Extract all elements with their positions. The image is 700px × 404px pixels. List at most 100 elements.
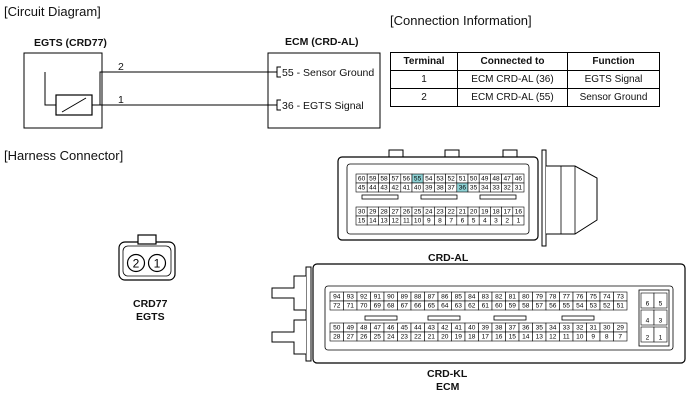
pin-number: 58 [380,176,388,183]
pin-number: 43 [380,185,388,192]
header-connected-to: Connected to [457,52,568,71]
pin-number: 27 [392,209,400,216]
pin-number: 17 [504,209,512,216]
pin-number: 20 [470,209,478,216]
pin-number: 93 [347,294,355,301]
pin-number: 62 [468,303,476,310]
crd77-name: CRD77 [133,298,168,310]
pin-number: 8 [438,218,442,225]
egts-label: EGTS (CRD77) [34,37,107,49]
pin-number: 29 [617,325,625,332]
pin-number: 78 [549,294,557,301]
crd-kl-sub: ECM [436,381,460,393]
table-cell: ECM CRD-AL (36) [457,70,568,89]
table-cell: EGTS Signal [567,70,660,89]
crd77-pin-1: 1 [154,257,161,271]
pin-number: 69 [374,303,382,310]
pin-number: 56 [549,303,557,310]
crd77-sub: EGTS [136,311,165,323]
pin-number: 43 [428,325,436,332]
pin-number: 24 [425,209,433,216]
pin-number: 38 [436,185,444,192]
pin-number: 11 [403,218,410,225]
pin-number: 35 [470,185,478,192]
pin-number: 58 [522,303,530,310]
pin-number: 4 [483,218,487,225]
pin-number: 21 [459,209,467,216]
pin-number: 24 [387,334,395,341]
pin-number: 89 [401,294,409,301]
pin-number: 40 [414,185,422,192]
pin-number: 90 [387,294,395,301]
pin-number: 22 [448,209,456,216]
pin-number: 23 [401,334,409,341]
pin-number: 20 [441,334,449,341]
pin-number: 30 [358,209,366,216]
pin-number: 33 [563,325,571,332]
pin-number: 46 [387,325,395,332]
pin-number: 75 [590,294,598,301]
pin-number: 63 [455,303,463,310]
pin-number: 81 [509,294,517,301]
pin-number: 1 [517,218,521,225]
pin-number: 57 [536,303,544,310]
pin-number: 85 [455,294,463,301]
header-terminal: Terminal [390,52,458,71]
pin-number: 70 [360,303,368,310]
pin-number: 32 [504,185,512,192]
harness-connector-title: [Harness Connector] [4,148,124,163]
ecm-pin-55-label: 55 - Sensor Ground [282,67,375,79]
pin-number: 3 [659,318,663,325]
pin-number: 18 [468,334,476,341]
pin-number: 61 [482,303,490,310]
pin-number: 19 [481,209,489,216]
pin-number: 28 [380,209,388,216]
table-header-row: Terminal Connected to Function [390,52,660,71]
pin-number: 53 [590,303,598,310]
pin-number: 33 [492,185,500,192]
pin-number: 1 [659,335,663,342]
pin-number: 36 [459,185,467,192]
table-cell: 2 [390,88,458,107]
pin-number: 13 [536,334,544,341]
pin-number: 14 [522,334,530,341]
pin-number: 25 [414,209,422,216]
pin-number: 42 [441,325,449,332]
pin-number: 10 [414,218,422,225]
pin-number: 12 [549,334,557,341]
pin-number: 49 [347,325,355,332]
pin-number: 29 [369,209,377,216]
pin-number: 83 [482,294,490,301]
pin-number: 73 [617,294,625,301]
pin-cell [653,292,668,309]
pin-number: 59 [509,303,517,310]
crd-al-name: CRD-AL [428,252,469,264]
pin-cell [653,326,668,343]
pin-number: 52 [448,176,456,183]
pin-number: 84 [468,294,476,301]
table-row: 2 ECM CRD-AL (55) Sensor Ground [390,88,660,107]
pin-number: 40 [468,325,476,332]
pin-number: 44 [414,325,422,332]
pin-number: 22 [414,334,422,341]
pin-number: 6 [646,301,650,308]
pin-number: 39 [482,325,490,332]
crd-kl-name: CRD-KL [427,368,468,380]
pin-number: 27 [347,334,355,341]
pin-number: 44 [369,185,377,192]
pin-number: 91 [374,294,382,301]
wire-1-number: 1 [118,94,124,106]
pin-number: 55 [563,303,571,310]
pin-number: 67 [401,303,409,310]
pin-number: 9 [427,218,431,225]
pin-number: 34 [549,325,557,332]
pin-number: 74 [603,294,611,301]
pin-number: 56 [403,176,411,183]
crd77-pin-2: 2 [133,257,140,271]
pin-number: 86 [441,294,449,301]
pin-number: 2 [505,218,509,225]
pin-number: 15 [509,334,517,341]
pin-number: 15 [358,218,366,225]
crd77-connector: 2 1 [118,234,176,281]
